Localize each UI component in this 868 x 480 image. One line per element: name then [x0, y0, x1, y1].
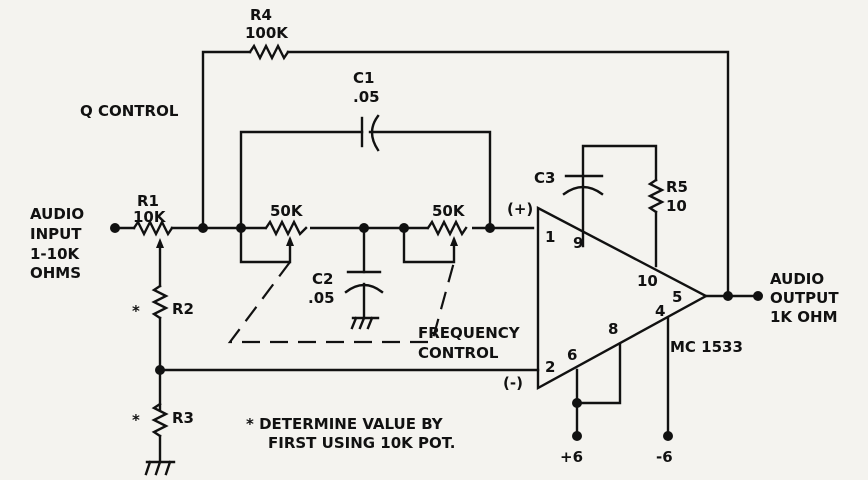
supply-pos-label: +6 — [560, 448, 583, 466]
r3-mark: * — [132, 411, 140, 429]
pin-9-label: 9 — [573, 234, 583, 252]
supply-neg-label: -6 — [656, 448, 673, 466]
pin-6-label: 6 — [567, 346, 577, 364]
plus-input-label: (+) — [507, 200, 533, 218]
c1-ref-label: C1 — [353, 69, 374, 87]
minus-input-label: (-) — [503, 374, 523, 392]
input-label-3: 1-10K — [30, 245, 81, 263]
r5-ref-label: R5 — [666, 178, 688, 196]
r4-ref-label: R4 — [250, 6, 272, 24]
input-label-1: AUDIO — [30, 205, 84, 223]
output-terminal — [753, 291, 763, 301]
output-label-2: OUTPUT — [770, 289, 839, 307]
c2-value-label: .05 — [308, 289, 335, 307]
r2-resistor — [151, 284, 169, 320]
c3-r5-compensation — [562, 144, 665, 268]
c2-capacitor — [344, 226, 384, 330]
output-label-1: AUDIO — [770, 270, 824, 288]
frequency-gang-link — [227, 261, 456, 344]
c2-ref-label: C2 — [312, 270, 333, 288]
note-line-2: FIRST USING 10K POT. — [268, 434, 455, 452]
input-label-4: OHMS — [30, 264, 81, 282]
neg-supply-terminal — [663, 431, 673, 441]
q-control-label: Q CONTROL — [80, 102, 179, 120]
opamp-mc1533 — [536, 206, 709, 391]
freq-label-1: FREQUENCY — [418, 324, 521, 342]
pot-b-value-label: 50K — [432, 202, 466, 220]
r2-ref-label: R2 — [172, 300, 194, 318]
c1-value-label: .05 — [353, 88, 380, 106]
pin-4-label: 4 — [655, 302, 665, 320]
freq-label-2: CONTROL — [418, 344, 499, 362]
input-label-2: INPUT — [30, 225, 82, 243]
ground-icon — [144, 460, 176, 476]
r1-value-label: 10K — [133, 208, 167, 226]
c3-ref-label: C3 — [534, 169, 555, 187]
pin-10-label: 10 — [637, 272, 658, 290]
output-label-3: 1K OHM — [770, 308, 838, 326]
r3-ref-label: R3 — [172, 409, 194, 427]
r4-feedback-wire — [201, 43, 730, 298]
note-line-1: * DETERMINE VALUE BY — [246, 415, 444, 433]
r1-potentiometer — [132, 219, 174, 237]
opamp-part-label: MC 1533 — [670, 338, 743, 356]
pot-b-50k — [426, 219, 468, 237]
pos-supply-terminal — [572, 431, 582, 441]
r4-value-label: 100K — [245, 24, 289, 42]
c1-capacitor — [239, 114, 492, 230]
pin-1-label: 1 — [545, 228, 555, 246]
r2-mark: * — [132, 302, 140, 320]
r5-value-label: 10 — [666, 197, 687, 215]
pin-5-label: 5 — [672, 288, 682, 306]
r3-resistor — [151, 402, 169, 438]
pin-8-label: 8 — [608, 320, 618, 338]
pin-2-label: 2 — [545, 358, 555, 376]
r1-ref-label: R1 — [137, 192, 159, 210]
pot-a-50k — [264, 219, 308, 237]
pot-a-value-label: 50K — [270, 202, 304, 220]
